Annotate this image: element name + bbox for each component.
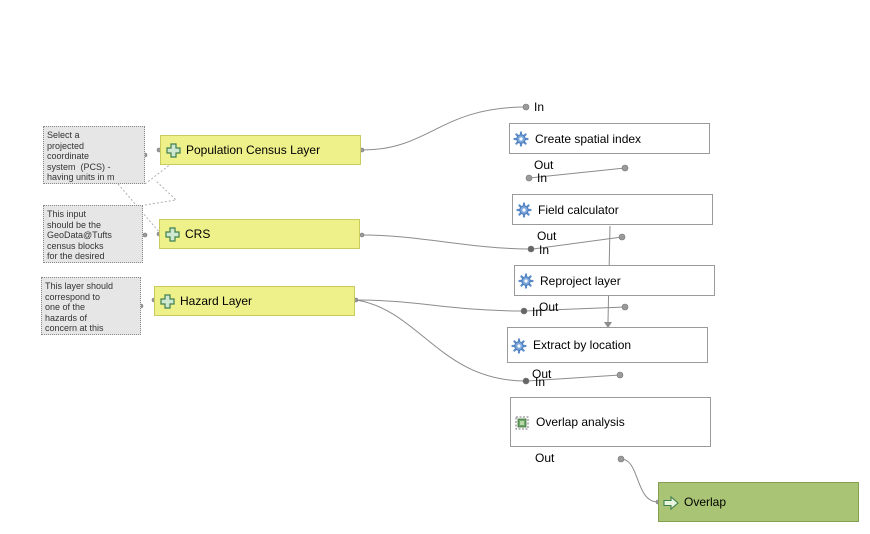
algorithm-node-label: Extract by location (533, 338, 632, 352)
algorithm-node-label: Field calculator (538, 202, 619, 217)
gear-icon (518, 273, 534, 289)
port-in-label: In (537, 171, 548, 185)
input-node-hazard-layer[interactable]: Hazard Layer (154, 286, 355, 316)
plus-icon (166, 143, 181, 158)
algorithm-node-label: Reproject layer (540, 273, 621, 288)
output-node-label: Overlap (684, 495, 727, 509)
algorithm-node-label: Create spatial index (535, 131, 642, 146)
port-in-label: In (535, 375, 546, 389)
algorithm-node-label: Overlap analysis (536, 415, 625, 429)
input-node-label: CRS (185, 227, 211, 241)
gear-icon (516, 202, 532, 218)
algorithm-node-reproject-layer[interactable]: Reproject layer (514, 265, 715, 296)
algorithm-node-create-spatial-index[interactable]: Create spatial index (509, 123, 710, 154)
port-in-label: In (539, 243, 550, 257)
port-out-label: Out (532, 367, 552, 381)
input-node-label: Population Census Layer (186, 143, 321, 157)
arrow-right-icon (663, 495, 679, 511)
plus-icon (160, 294, 175, 309)
plus-icon (165, 227, 180, 242)
port-out-label: Out (534, 158, 554, 172)
input-node-crs[interactable]: CRS (159, 219, 360, 249)
algorithm-node-extract-by-location[interactable]: Extract by location (507, 327, 708, 363)
algorithm-node-overlap-analysis[interactable]: Overlap analysis (510, 397, 711, 447)
port-out-label: Out (537, 229, 557, 243)
input-node-population-census-layer[interactable]: Population Census Layer (160, 135, 361, 165)
port-out-label: Out (539, 300, 559, 314)
port-in-label: In (534, 100, 545, 114)
gear-icon (511, 338, 527, 354)
port-out-label: Out (535, 451, 555, 465)
algorithm-node-field-calculator[interactable]: Field calculator (512, 194, 713, 225)
comment-box[interactable]: This input should be the GeoData@Tufts c… (43, 205, 143, 263)
gear-icon (513, 131, 529, 147)
comment-box[interactable]: Select a projected coordinate system (PC… (43, 126, 145, 184)
input-node-label: Hazard Layer (180, 294, 253, 308)
overlap-icon (515, 416, 529, 430)
port-in-label: In (532, 305, 543, 319)
comment-box[interactable]: This layer should correspond to one of t… (41, 277, 141, 335)
output-node-overlap[interactable]: Overlap (658, 482, 859, 522)
